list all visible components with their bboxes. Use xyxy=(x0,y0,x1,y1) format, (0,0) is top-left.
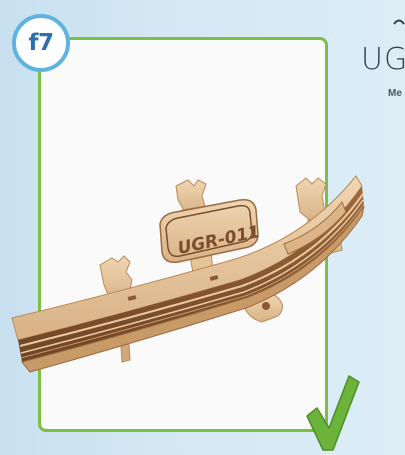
check-icon xyxy=(303,372,363,452)
license-plate: UGR-011 xyxy=(160,200,262,263)
step-number-badge: f7 xyxy=(12,14,70,72)
step-number-label: f7 xyxy=(28,30,53,56)
